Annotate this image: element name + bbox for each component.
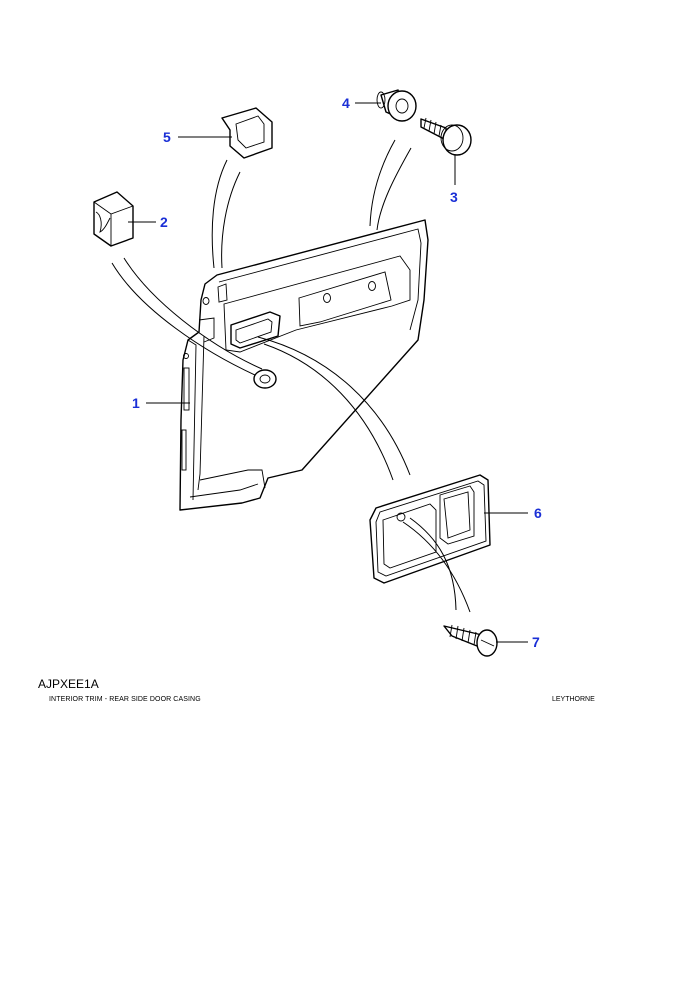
assembly-path-lines <box>111 139 471 613</box>
handle-escutcheon-icon <box>369 474 491 584</box>
push-rivet-icon <box>420 117 472 156</box>
diagram-caption: INTERIOR TRIM - REAR SIDE DOOR CASING <box>49 696 201 703</box>
callout-4: 4 <box>342 95 350 111</box>
tapping-screw-icon <box>443 624 498 657</box>
door-casing-panel-icon <box>179 219 429 511</box>
callout-2: 2 <box>160 214 168 230</box>
callout-7: 7 <box>532 634 540 650</box>
callout-3: 3 <box>450 189 458 205</box>
trim-clip-block-icon <box>93 191 134 247</box>
retainer-clip-icon <box>221 107 273 159</box>
grommet-icon <box>376 89 417 122</box>
callout-6: 6 <box>534 505 542 521</box>
callout-leader-lines <box>128 102 528 643</box>
callout-1: 1 <box>132 395 140 411</box>
brand-label: LEYTHORNE <box>552 696 595 703</box>
callout-5: 5 <box>163 129 171 145</box>
figure-code: AJPXEE1A <box>38 677 99 691</box>
callout-labels: 1 2 3 4 5 6 7 <box>132 95 542 650</box>
